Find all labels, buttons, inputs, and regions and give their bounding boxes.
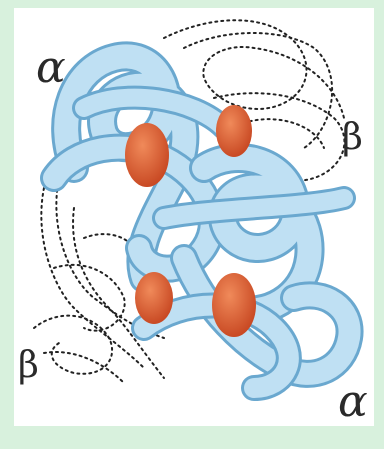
- diagram-panel: α β β α: [14, 8, 374, 426]
- ion-sphere: [125, 123, 169, 187]
- ion-sphere: [216, 105, 252, 157]
- ion-sphere: [212, 273, 256, 337]
- beta-label-bottom-left: β: [18, 348, 39, 384]
- ion-sphere: [135, 272, 173, 324]
- beta-label-top-right: β: [342, 120, 363, 156]
- alpha-label-bottom-right: α: [338, 380, 368, 424]
- protein-structure-diagram: [14, 8, 374, 426]
- alpha-label-top-left: α: [36, 46, 66, 90]
